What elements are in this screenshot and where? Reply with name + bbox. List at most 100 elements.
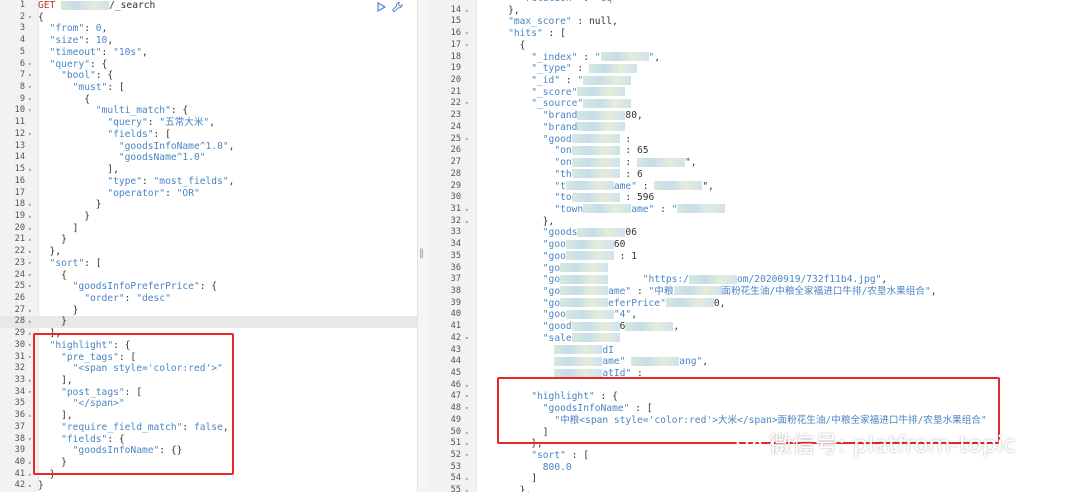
code-line[interactable]: 37 "go "https:/om/20200919/732f11b4.jpg"… [430,274,1080,286]
code-line[interactable]: 44 ame" ang", [430,356,1080,368]
fold-end-icon[interactable]: ▴ [28,482,32,490]
fold-end-icon[interactable]: ▴ [465,205,469,213]
code-line[interactable]: 14▴ }, [430,5,1080,17]
code-line[interactable]: 50▴ ] [430,427,1080,439]
code-line[interactable]: 55▴ }, [430,485,1080,492]
fold-collapse-icon[interactable]: ▾ [465,452,469,460]
fold-collapse-icon[interactable]: ▾ [28,84,32,92]
code-line[interactable]: 20 "_id" : " [430,75,1080,87]
fold-end-icon[interactable]: ▴ [28,459,32,467]
code-line[interactable]: 17▾ { [430,40,1080,52]
fold-collapse-icon[interactable]: ▾ [28,259,32,267]
code-line[interactable]: 36▴ ], [0,410,417,422]
fold-collapse-icon[interactable]: ▾ [28,271,32,279]
resizer-grip-icon[interactable]: ‖ [419,248,424,259]
fold-collapse-icon[interactable]: ▾ [28,95,32,103]
code-line[interactable]: 30 "to : 596 [430,192,1080,204]
code-line[interactable]: 34▾ "post_tags": [ [0,387,417,399]
code-line[interactable]: 16▾ "hits" : [ [430,28,1080,40]
code-line[interactable]: 28▴ } [0,316,417,329]
code-line[interactable]: 30▾ "highlight": { [0,340,417,352]
code-line[interactable]: 39 "goodsInfoName": {} [0,445,417,457]
fold-end-icon[interactable]: ▴ [28,306,32,314]
code-line[interactable]: 53 800.0 [430,462,1080,474]
fold-collapse-icon[interactable]: ▾ [28,130,32,138]
fold-collapse-icon[interactable]: ▾ [465,393,469,401]
code-line[interactable]: 17 "operator": "OR" [0,188,417,200]
fold-collapse-icon[interactable]: ▾ [465,100,469,108]
code-line[interactable]: 37 "require_field_match": false, [0,422,417,434]
code-line[interactable]: 26 "order": "desc" [0,293,417,305]
fold-end-icon[interactable]: ▴ [28,377,32,384]
fold-end-icon[interactable]: ▴ [465,381,469,389]
code-line[interactable]: 25▾ "goodsInfoPreferPrice": { [0,281,417,293]
fold-collapse-icon[interactable]: ▾ [465,334,469,342]
code-line[interactable]: 4 "size": 10, [0,35,417,47]
code-line[interactable]: 42▾ "sale [430,333,1080,345]
fold-end-icon[interactable]: ▴ [465,6,469,14]
code-line[interactable]: 33▴ ], [0,375,417,387]
fold-end-icon[interactable]: ▴ [28,166,32,174]
fold-collapse-icon[interactable]: ▾ [28,107,32,115]
code-line[interactable]: 7▾ "bool": { [0,70,417,82]
fold-end-icon[interactable]: ▴ [28,224,32,232]
fold-collapse-icon[interactable]: ▾ [465,30,469,38]
code-line[interactable]: 24 "brand [430,122,1080,134]
fold-end-icon[interactable]: ▴ [28,212,32,220]
code-line[interactable]: 54▴ ] [430,473,1080,485]
code-line[interactable]: 38▾ "fields": { [0,434,417,446]
code-line[interactable]: 22▴ }, [0,246,417,258]
fold-end-icon[interactable]: ▴ [28,470,32,478]
code-line[interactable]: 42▴} [0,480,417,492]
code-line[interactable]: 32 "<span style='color:red'>" [0,363,417,375]
code-line[interactable]: 13 "goodsInfoName^1.0", [0,141,417,153]
fold-end-icon[interactable]: ▴ [465,487,469,492]
code-line[interactable]: 31▾ "pre_tags": [ [0,352,417,364]
fold-collapse-icon[interactable]: ▾ [465,405,469,413]
code-line[interactable]: 18 "_index" : "", [430,52,1080,64]
code-line[interactable]: 26 "on : 65 [430,145,1080,157]
play-icon[interactable] [374,1,388,13]
code-line[interactable]: 25▾ "good : [430,134,1080,146]
fold-end-icon[interactable]: ▴ [465,475,469,483]
fold-collapse-icon[interactable]: ▾ [28,341,32,349]
fold-end-icon[interactable]: ▴ [28,236,32,244]
code-line[interactable]: 8▾ "must": [ [0,82,417,94]
code-line[interactable]: 27 "on : ", [430,157,1080,169]
code-line[interactable]: 52▾ "sort" : [ [430,450,1080,462]
code-line[interactable]: 46▴ [430,380,1080,392]
code-line[interactable]: 12▾ "fields": [ [0,129,417,141]
code-line[interactable]: 28 "th : 6 [430,169,1080,181]
code-line[interactable]: 18▴ } [0,199,417,211]
fold-end-icon[interactable]: ▴ [28,248,32,256]
fold-collapse-icon[interactable]: ▾ [28,60,32,68]
code-line[interactable]: 47▾ "highlight" : { [430,391,1080,403]
code-line[interactable]: 5 "timeout": "10s", [0,47,417,59]
fold-end-icon[interactable]: ▴ [465,440,469,448]
code-line[interactable]: 11 "query": "五常大米", [0,117,417,129]
fold-collapse-icon[interactable]: ▾ [28,13,32,21]
code-line[interactable]: 19▴ } [0,211,417,223]
code-line[interactable]: 22▾ "_source" [430,98,1080,110]
fold-collapse-icon[interactable]: ▾ [465,135,469,143]
fold-end-icon[interactable]: ▴ [28,330,32,338]
fold-end-icon[interactable]: ▴ [28,201,32,209]
code-line[interactable]: 2▾{ [0,12,417,24]
code-line[interactable]: 9▾ { [0,94,417,106]
code-line[interactable]: 15▴ ], [0,164,417,176]
fold-collapse-icon[interactable]: ▾ [28,388,32,396]
code-line[interactable]: 24▾ { [0,270,417,282]
code-line[interactable]: 21 "_score" [430,87,1080,99]
code-line[interactable]: 32▴ }, [430,216,1080,228]
fold-collapse-icon[interactable]: ▾ [28,435,32,443]
code-line[interactable]: 3 "from": 0, [0,23,417,35]
code-line[interactable]: 45 atId" : [430,368,1080,380]
code-line[interactable]: 19 "_type" : [430,63,1080,75]
